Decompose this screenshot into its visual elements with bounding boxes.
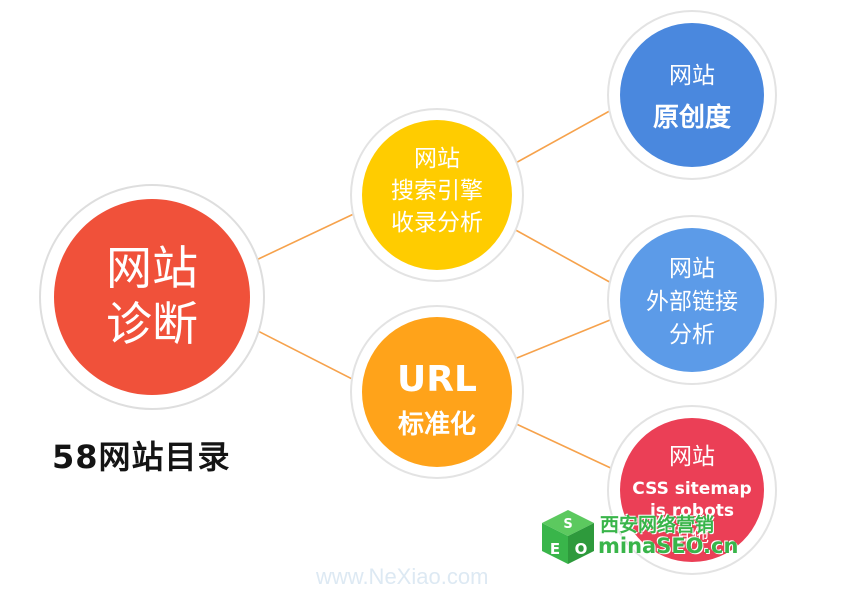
- node-website-diagnosis-line1: 网站: [106, 241, 198, 295]
- node-search-indexing-line3: 收录分析: [391, 210, 483, 236]
- cube-letter-s: S: [563, 517, 572, 532]
- node-sitemap-robots-line2: CSS sitemap: [632, 479, 751, 499]
- connector-main-search: [251, 210, 361, 263]
- node-url-normalization-line1: URL: [397, 359, 477, 400]
- connector-url-sitemap: [511, 421, 616, 471]
- node-sitemap-robots-line1: 网站: [669, 444, 715, 470]
- seo-logo: S E O 西安网络营销 minaSEO.cn: [538, 506, 758, 566]
- connectors: [251, 107, 616, 471]
- node-external-links-disc: [620, 228, 764, 372]
- cube-letter-e: E: [550, 540, 560, 558]
- connector-search-links: [511, 227, 616, 286]
- logo-line2: minaSEO.cn: [598, 534, 739, 558]
- node-external-links-line2: 外部链接: [646, 289, 738, 315]
- connector-search-original: [511, 107, 616, 166]
- watermark-text: www.NeXiao.com: [316, 564, 489, 589]
- caption-text: 58网站目录: [52, 438, 231, 476]
- node-url-normalization-line2: 标准化: [398, 410, 476, 440]
- connector-url-links: [511, 317, 616, 361]
- node-website-diagnosis-line2: 诊断: [106, 297, 198, 351]
- node-website-diagnosis-disc: [54, 199, 250, 395]
- node-url-normalization-disc: [362, 317, 512, 467]
- connector-main-url: [251, 327, 361, 384]
- node-external-links-line1: 网站: [669, 256, 715, 282]
- node-search-indexing-line1: 网站: [414, 146, 460, 172]
- node-originality-line1: 网站: [669, 63, 715, 89]
- node-sitemap-robots-disc: [620, 418, 764, 562]
- node-website-diagnosis: 网站 诊断: [39, 184, 265, 410]
- node-originality: 网站 原创度: [607, 10, 777, 180]
- node-originality-line2: 原创度: [653, 102, 731, 133]
- cube-letter-o: O: [575, 540, 588, 558]
- logo-line1: 西安网络营销: [600, 514, 715, 536]
- node-search-indexing-disc: [362, 120, 512, 270]
- node-sitemap-robots-line4: 其他: [675, 527, 709, 547]
- node-external-links-line3: 分析: [669, 322, 715, 348]
- node-search-indexing-line2: 搜索引擎: [391, 178, 483, 204]
- node-search-indexing: 网站 搜索引擎 收录分析: [350, 108, 524, 282]
- seo-cube-icon: S E O: [542, 510, 594, 564]
- node-url-normalization: URL 标准化: [350, 305, 524, 479]
- node-external-links: 网站 外部链接 分析: [607, 215, 777, 385]
- node-sitemap-robots: 网站 CSS sitemap is robots 其他: [607, 405, 777, 575]
- node-sitemap-robots-line3: is robots: [650, 501, 734, 521]
- node-originality-disc: [620, 23, 764, 167]
